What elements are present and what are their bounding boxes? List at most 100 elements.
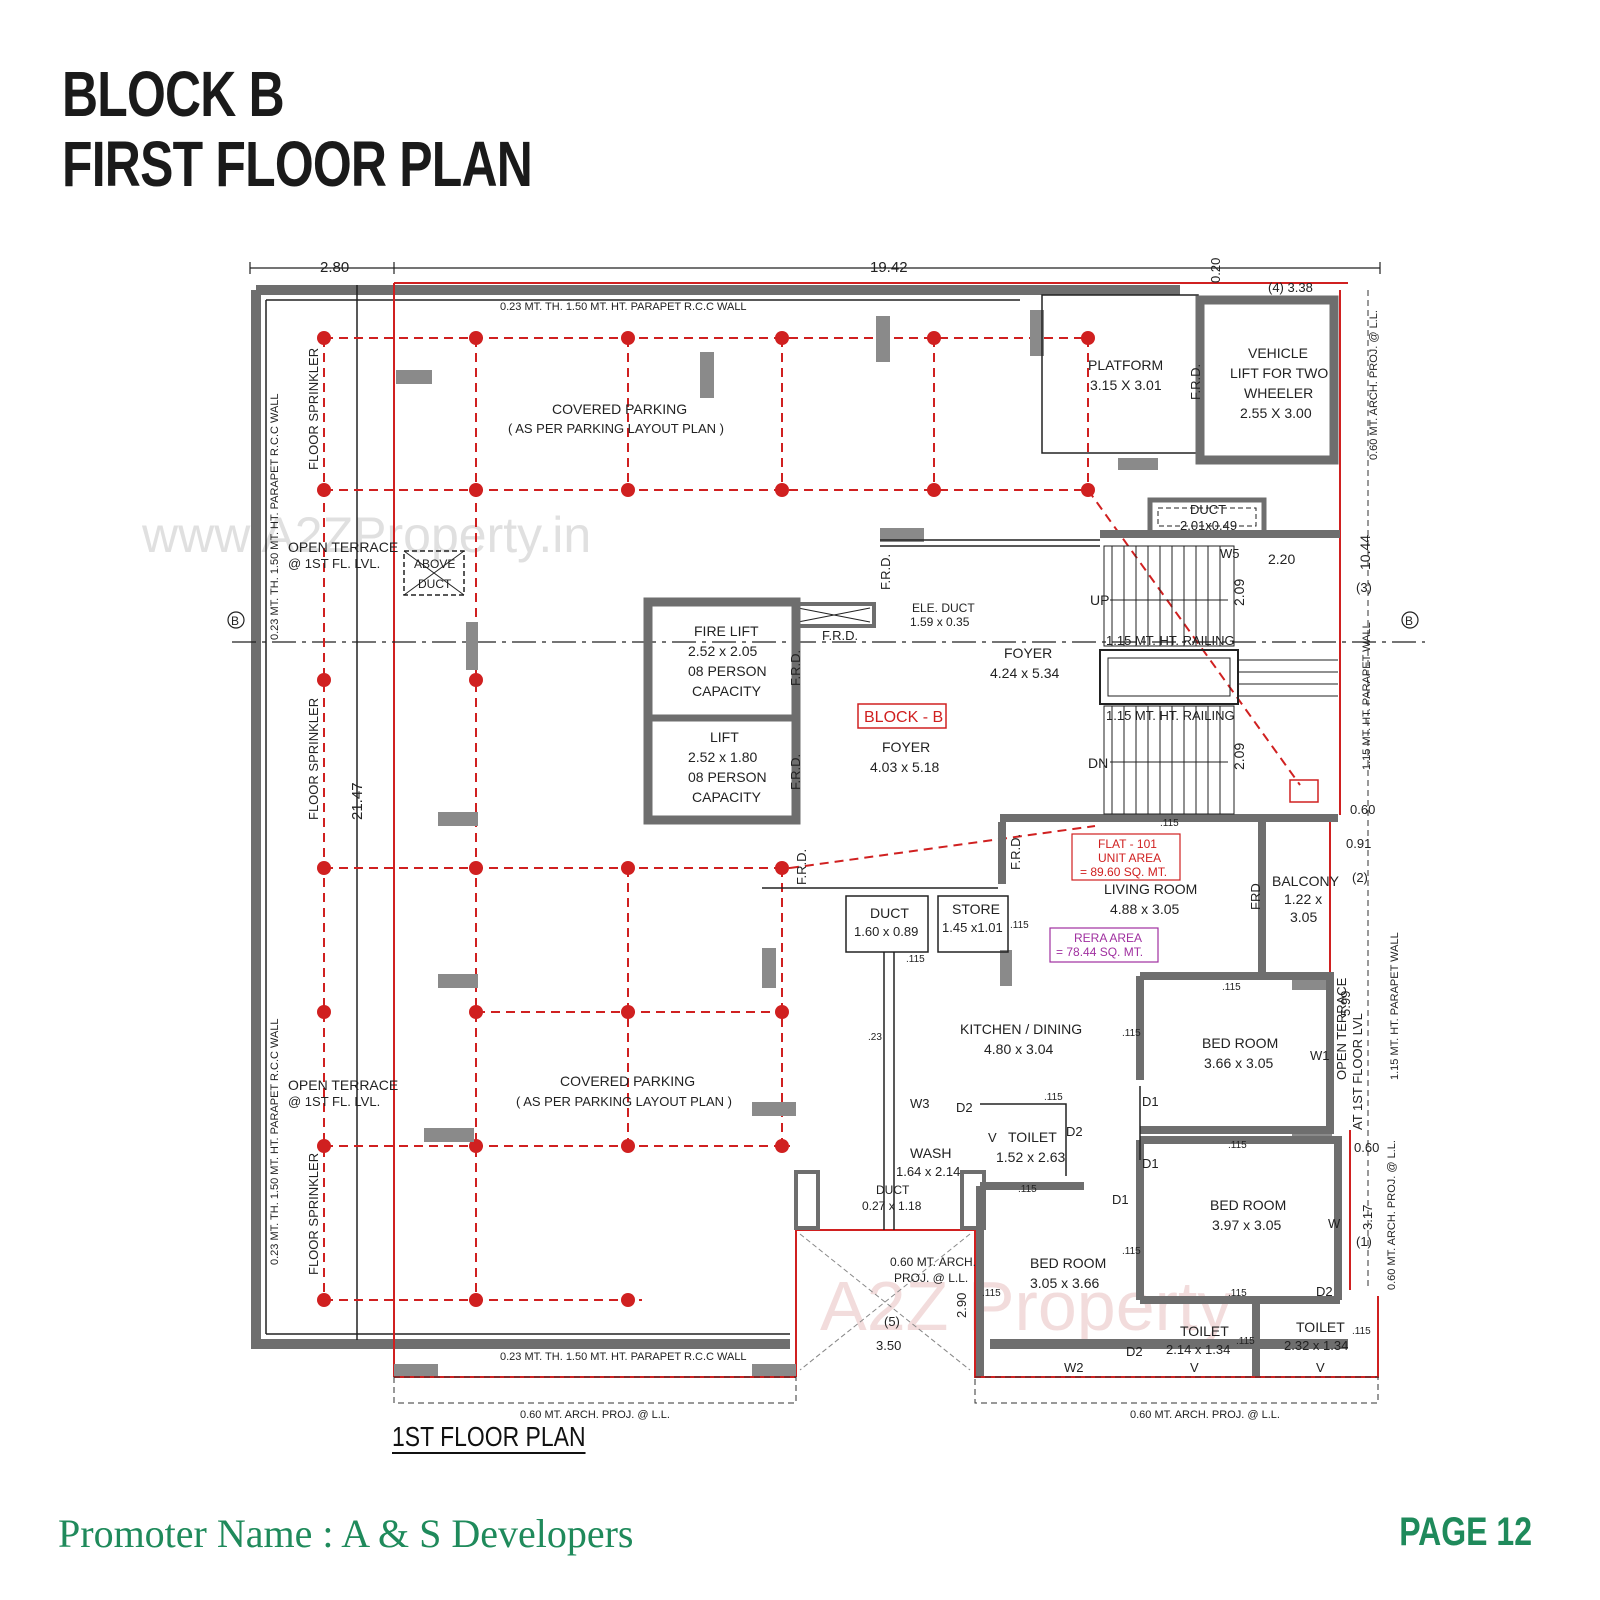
t115-tag-1: .115 — [1160, 818, 1179, 829]
rera-area-label: RERA AREA — [1074, 931, 1142, 945]
frd-tag-vehicle: F.R.D. — [1188, 364, 1203, 400]
d2-tag-4: D2 — [1126, 1344, 1143, 1359]
dim-left-height: 21.47 — [349, 782, 366, 820]
dim-091: 0.91 — [1346, 836, 1371, 851]
parapet-top-label: 0.23 MT. TH. 1.50 MT. HT. PARAPET R.C.C … — [500, 301, 747, 313]
living-room-size: 4.88 x 3.05 — [1110, 901, 1179, 917]
balcony-label: BALCONY — [1272, 873, 1340, 889]
balcony-size1: 1.22 x — [1284, 891, 1322, 907]
t115-tag-11: .115 — [1228, 1288, 1247, 1299]
fire-lift-label: FIRE LIFT — [694, 623, 759, 639]
duct-mid-label: DUCT — [870, 905, 909, 921]
ele-duct-label: ELE. DUCT — [912, 601, 975, 615]
columns — [394, 310, 1332, 1376]
dim-top-main: 19.42 — [870, 259, 908, 276]
vehicle-lift-2: LIFT FOR TWO — [1230, 365, 1328, 381]
foyer-1-size: 4.24 x 5.34 — [990, 665, 1059, 681]
fire-lift-cap2: CAPACITY — [692, 683, 762, 699]
bed-room-3-label: BED ROOM — [1030, 1255, 1106, 1271]
arch-proj-center-2: PROJ. @ L.L. — [894, 1271, 968, 1285]
parapet-left-bottom-label: 0.23 MT. TH. 1.50 MT. HT. PARAPET R.C.C … — [269, 1018, 281, 1265]
open-terrace-top: OPEN TERRACE — [288, 539, 398, 555]
dim-209b: 2.09 — [1231, 743, 1247, 770]
covered-parking-bottom: COVERED PARKING — [560, 1073, 695, 1089]
kitchen-size: 4.80 x 3.04 — [984, 1041, 1053, 1057]
duct-top-size: 2.01x0.49 — [1180, 518, 1237, 533]
dim-1044: 10.44 — [1357, 535, 1373, 570]
railing-2: 1.15 MT. HT. RAILING — [1106, 708, 1235, 723]
dim-350: 3.50 — [876, 1338, 901, 1353]
open-terrace-bottom: OPEN TERRACE — [288, 1077, 398, 1093]
frd-tag-fire-lift: F.R.D. — [788, 650, 803, 686]
d2-tag-3: D2 — [1316, 1284, 1333, 1299]
t115-tag-10: .115 — [982, 1288, 1001, 1299]
toilet-2-label: TOILET — [1180, 1323, 1229, 1339]
toilet-3-size: 2.32 x 1.34 — [1284, 1338, 1348, 1353]
v-tag-2: V — [1190, 1360, 1199, 1375]
parapet-right-top-label: 1.15 MT. HT. PARAPET WALL — [1361, 622, 1373, 770]
platform-size: 3.15 X 3.01 — [1090, 377, 1162, 393]
balcony-size2: 3.05 — [1290, 909, 1317, 925]
d1-tag-3: D1 — [1112, 1192, 1129, 1207]
grid-b-left: B — [231, 614, 239, 628]
arch-proj-bottom-left: 0.60 MT. ARCH. PROJ. @ L.L. — [520, 1409, 670, 1421]
w1-tag: W1 — [1310, 1048, 1330, 1063]
plan-caption: 1ST FLOOR PLAN — [392, 1421, 586, 1454]
above-duct-1: ABOVE — [414, 557, 455, 571]
dim-209a: 2.09 — [1231, 579, 1247, 606]
lift-size: 2.52 x 1.80 — [688, 749, 757, 765]
w-tag: W — [1328, 1216, 1341, 1231]
bed-room-2-size: 3.97 x 3.05 — [1212, 1217, 1281, 1233]
watermark-logo: A2Z Property — [820, 1267, 1232, 1345]
dim-label-5: (5) — [884, 1314, 900, 1329]
page-number: PAGE 12 — [1399, 1510, 1532, 1554]
d2-tag-1: D2 — [956, 1100, 973, 1115]
frd-tag-parking: F.R.D. — [794, 849, 809, 885]
duct-small-size: 0.27 x 1.18 — [862, 1199, 922, 1213]
toilet-1-size: 1.52 x 2.63 — [996, 1149, 1065, 1165]
block-b-tag: BLOCK - B — [864, 709, 943, 726]
flat-walls — [976, 820, 1342, 1376]
above-duct-2: DUCT — [418, 577, 452, 591]
page-title-line-2: FIRST FLOOR PLAN — [62, 128, 533, 200]
grid-b-right: B — [1405, 614, 1413, 628]
platform-label: PLATFORM — [1088, 357, 1163, 373]
lift-label: LIFT — [710, 729, 739, 745]
staircase — [1099, 545, 1338, 815]
w2-tag: W2 — [1064, 1360, 1084, 1375]
vehicle-lift-size: 2.55 X 3.00 — [1240, 405, 1312, 421]
dim-599: 5.99 — [1338, 991, 1353, 1016]
bed-room-1-size: 3.66 x 3.05 — [1204, 1055, 1273, 1071]
v-tag-1: V — [988, 1130, 997, 1145]
dim-top-left: 2.80 — [320, 259, 349, 276]
living-room-label: LIVING ROOM — [1104, 881, 1197, 897]
floor-sprinkler-3: FLOOR SPRINKLER — [306, 1153, 321, 1275]
wash-label: WASH — [910, 1145, 951, 1161]
open-terrace-right-sub: AT 1ST FLOOR LVL — [1350, 1013, 1365, 1130]
arch-proj-center-1: 0.60 MT. ARCH. — [890, 1255, 976, 1269]
watermark-text: www.A2ZProperty.in — [141, 507, 591, 563]
bed-room-3-size: 3.05 x 3.66 — [1030, 1275, 1099, 1291]
open-terrace-top-sub: @ 1ST FL. LVL. — [288, 556, 380, 571]
fire-lift-size: 2.52 x 2.05 — [688, 643, 757, 659]
flat-101-label: FLAT - 101 — [1098, 837, 1157, 851]
toilet-2-size: 2.14 x 1.34 — [1166, 1342, 1230, 1357]
duct-small-label: DUCT — [876, 1183, 910, 1197]
frd-tag-lift: F.R.D. — [788, 754, 803, 790]
frd-tag-balcony: FRD — [1248, 883, 1263, 910]
arch-proj-bottom-right: 0.60 MT. ARCH. PROJ. @ L.L. — [1130, 1409, 1280, 1421]
frd-tag-foyer: F.R.D. — [878, 554, 893, 590]
stair-dn: DN — [1088, 755, 1108, 771]
dim-label-3: (3) — [1356, 580, 1372, 595]
t115-tag-3: .115 — [906, 954, 925, 965]
fire-fixture — [1289, 779, 1319, 803]
vehicle-lift-3: WHEELER — [1244, 385, 1313, 401]
wash-size: 1.64 x 2.14 — [896, 1164, 960, 1179]
duct-top-label: DUCT — [1190, 502, 1226, 517]
duct-mid-size: 1.60 x 0.89 — [854, 924, 918, 939]
dim-060a: 0.60 — [1350, 802, 1375, 817]
w3-tag: W3 — [910, 1096, 930, 1111]
dim-220: 2.20 — [1268, 551, 1295, 567]
t115-tag-7: .115 — [1228, 1140, 1247, 1151]
